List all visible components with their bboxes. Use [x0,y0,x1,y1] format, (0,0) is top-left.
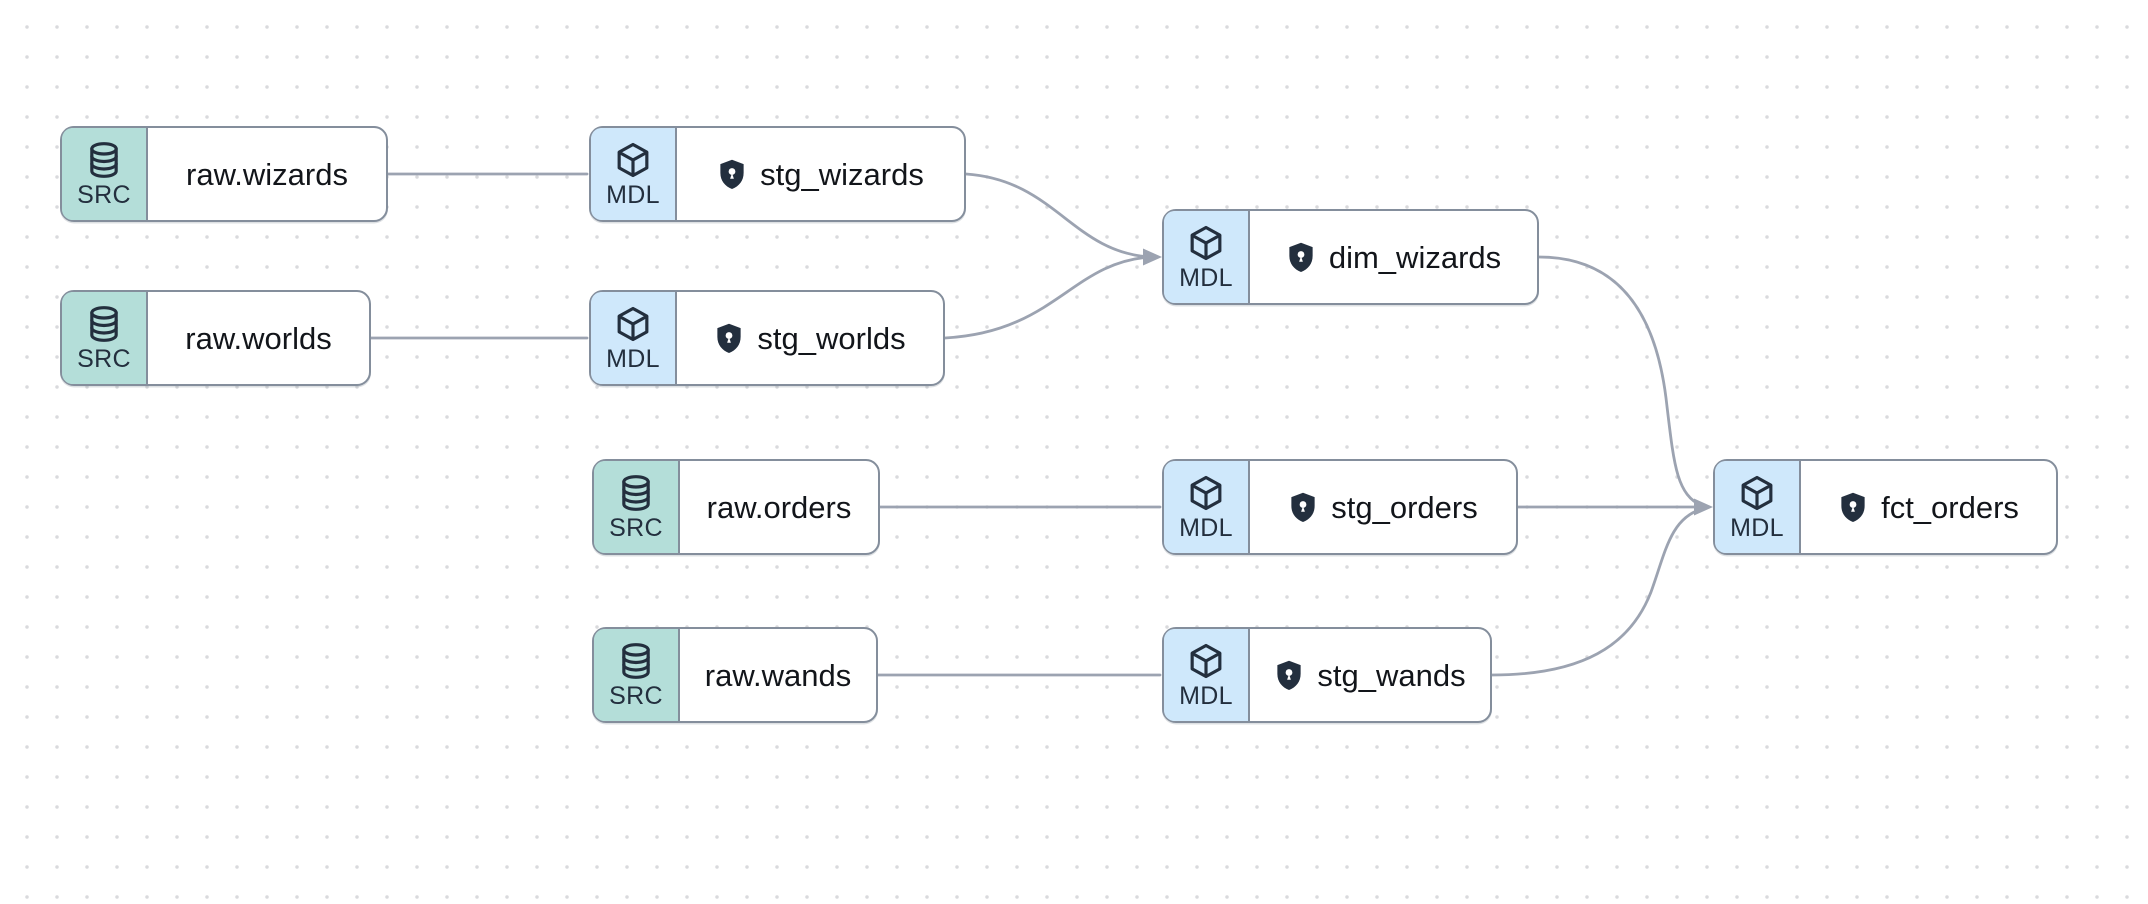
node-raw-wands[interactable]: SRC raw.wands [592,627,878,723]
shield-lock-icon [717,323,742,353]
badge-label: MDL [606,345,660,373]
badge-label: MDL [1179,682,1233,710]
cube-icon [1741,475,1773,511]
node-raw-wizards[interactable]: SRC raw.wizards [60,126,388,222]
node-label: stg_orders [1331,489,1478,525]
node-fct-orders[interactable]: MDL fct_orders [1713,459,2058,555]
model-badge: MDL [591,128,677,220]
badge-label: SRC [77,181,131,209]
badge-label: MDL [1179,264,1233,292]
badge-label: SRC [609,682,663,710]
shield-lock-icon [720,159,744,189]
node-raw-worlds[interactable]: SRC raw.worlds [60,290,371,386]
node-label: stg_wizards [760,156,924,192]
source-badge: SRC [62,292,148,384]
shield-lock-icon [1291,492,1315,522]
badge-label: MDL [606,181,660,209]
node-label: stg_wands [1317,657,1466,693]
node-stg-wizards[interactable]: MDL stg_wizards [589,126,966,222]
cube-icon [1190,475,1222,511]
shield-lock-icon [1841,492,1865,522]
edge-stg-wizards-dim-wizards [964,172,1152,259]
model-badge: MDL [1164,211,1250,303]
cube-icon [1190,643,1222,679]
edge-arrowhead-fct-orders [1694,498,1713,516]
node-dim-wizards[interactable]: MDL dim_wizards [1162,209,1539,305]
cube-icon [617,306,649,342]
node-label: stg_worlds [757,320,906,356]
database-icon [90,306,118,342]
model-badge: MDL [1715,461,1801,553]
node-label: raw.orders [706,489,852,525]
database-icon [90,142,118,178]
shield-lock-icon [1277,660,1302,690]
edge-dim-wizards-fct-orders [1537,255,1704,508]
badge-label: MDL [1730,514,1784,542]
cube-icon [1190,225,1222,261]
node-stg-orders[interactable]: MDL stg_orders [1162,459,1518,555]
database-icon [622,643,650,679]
node-label: raw.wands [704,657,852,693]
node-stg-wands[interactable]: MDL stg_wands [1162,627,1492,723]
badge-label: MDL [1179,514,1233,542]
model-badge: MDL [591,292,677,384]
edge-stg-wands-fct-orders [1490,507,1704,677]
node-label: fct_orders [1881,489,2019,525]
model-badge: MDL [1164,461,1250,553]
badge-label: SRC [609,514,663,542]
source-badge: SRC [594,629,680,721]
node-label: raw.worlds [185,320,332,356]
node-label: raw.wizards [186,156,348,192]
model-badge: MDL [1164,629,1250,721]
shield-lock-icon [1289,242,1313,272]
source-badge: SRC [62,128,148,220]
badge-label: SRC [77,345,131,373]
edge-stg-worlds-dim-wizards [943,255,1152,340]
database-icon [622,475,650,511]
node-raw-orders[interactable]: SRC raw.orders [592,459,880,555]
source-badge: SRC [594,461,680,553]
edge-arrowhead-dim-wizards [1143,248,1162,266]
node-stg-worlds[interactable]: MDL stg_worlds [589,290,945,386]
cube-icon [617,142,649,178]
node-label: dim_wizards [1328,239,1502,275]
